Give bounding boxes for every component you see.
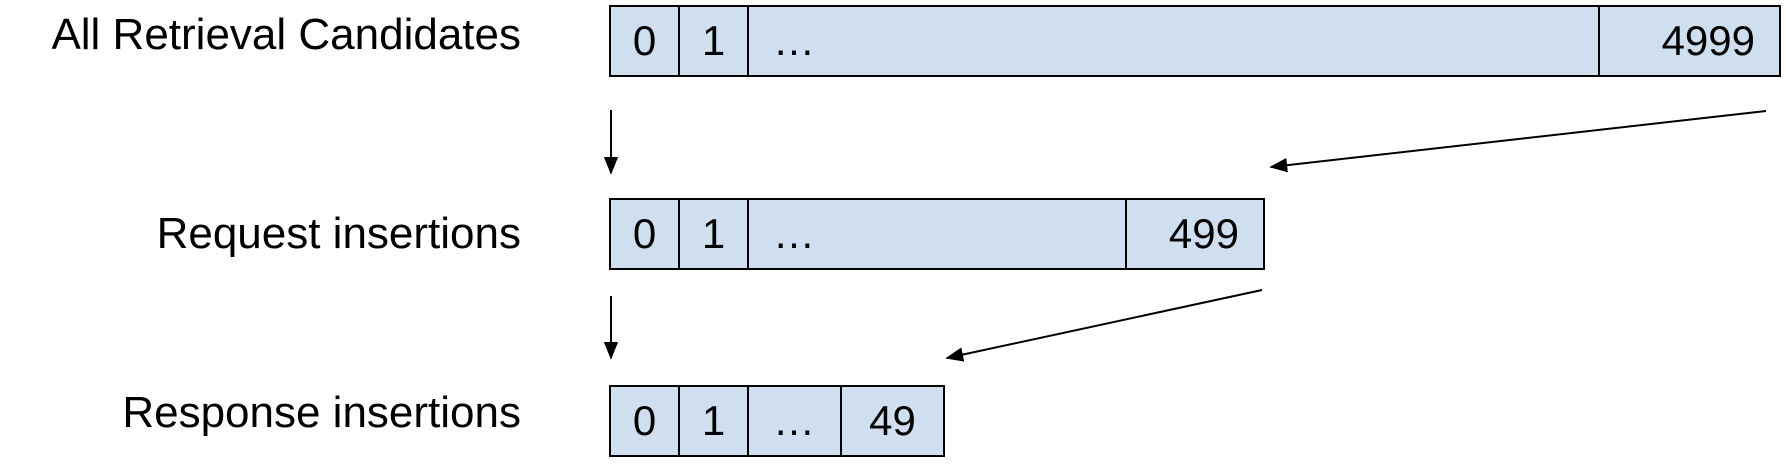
- array-cell-last: 499: [1168, 210, 1239, 257]
- array-cell-ellipsis: …: [749, 200, 1127, 268]
- diagonal-arrow-2: [945, 289, 1263, 362]
- array-cell: 1: [680, 387, 749, 455]
- array-cell-last: 49: [869, 397, 916, 444]
- candidates-array: 0 1 … 4999: [609, 5, 1781, 77]
- array-cell: 0: [611, 200, 680, 268]
- response-array: 0 1 … 49: [609, 385, 945, 457]
- array-cell: 0: [611, 7, 680, 75]
- row-label-response-insertions: Response insertions: [122, 388, 521, 437]
- array-cell-ellipsis: …: [749, 387, 842, 455]
- array-cell: 0: [611, 387, 680, 455]
- array-cell: 1: [680, 7, 749, 75]
- diagonal-arrow-1: [1269, 110, 1767, 173]
- array-cell-ellipsis: …: [749, 7, 1600, 75]
- array-cell-last: 4999: [1661, 17, 1755, 64]
- array-cell: 1: [680, 200, 749, 268]
- row-label-all-candidates: All Retrieval Candidates: [51, 10, 521, 59]
- request-array: 0 1 … 499: [609, 198, 1265, 270]
- row-label-request-insertions: Request insertions: [156, 209, 521, 258]
